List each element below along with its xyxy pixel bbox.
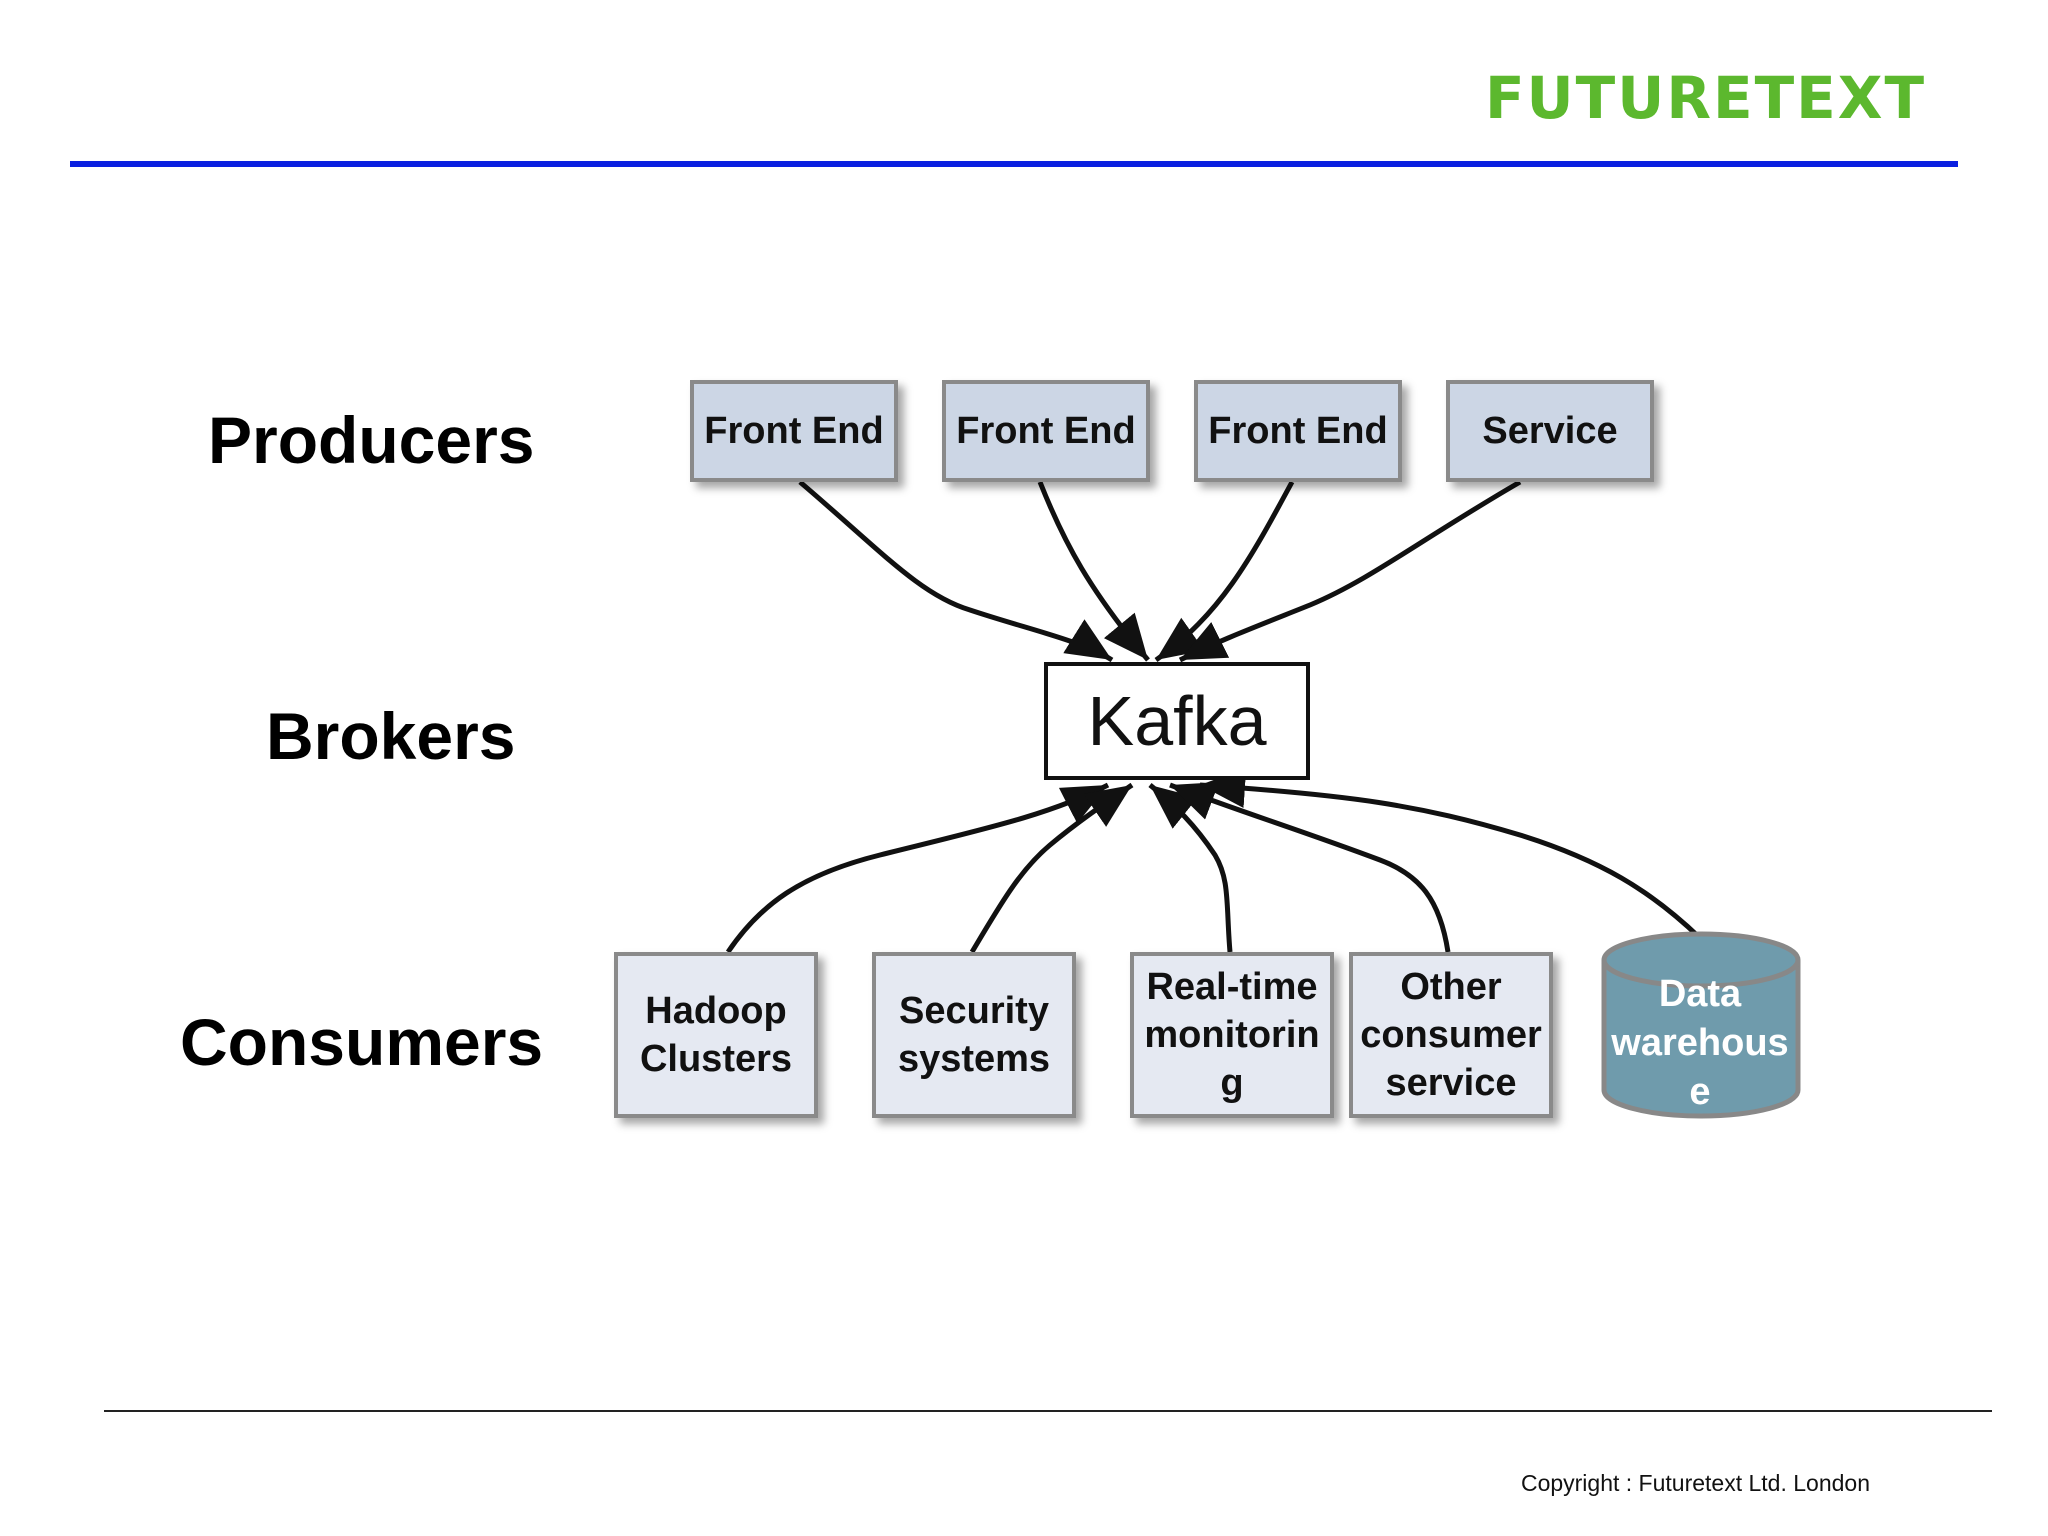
arrow-producer-1 <box>798 480 1114 663</box>
brokers-label: Brokers <box>266 699 516 773</box>
consumer-hadoop-clusters: Hadoop Clusters <box>614 952 818 1118</box>
arrow-producer-3 <box>1154 480 1295 663</box>
arrow-consumer-5 <box>1199 768 1702 940</box>
producer-front-end-2: Front End <box>942 380 1150 482</box>
producer-service: Service <box>1446 380 1654 482</box>
data-warehouse-label: Data warehous e <box>1611 973 1789 1113</box>
kafka-broker: Kafka <box>1044 662 1310 780</box>
arrow-consumer-1 <box>725 782 1110 954</box>
arrow-producer-2 <box>1037 481 1150 662</box>
producer-front-end-3: Front End <box>1194 380 1402 482</box>
copyright-text: Copyright : Futuretext Ltd. London <box>1520 1470 1870 1496</box>
arrow-consumer-2 <box>969 782 1134 954</box>
consumer-security-systems: Security systems <box>872 952 1076 1118</box>
consumer-realtime-monitoring: Real-time monitorin g <box>1130 952 1334 1118</box>
producers-label: Producers <box>208 403 535 477</box>
consumers-label: Consumers <box>180 1005 544 1079</box>
footer-divider <box>104 1410 1992 1412</box>
futuretext-logo: FUTURETEXT <box>1484 64 1927 132</box>
header-divider <box>70 161 1958 167</box>
arrow-producer-4 <box>1178 479 1522 663</box>
producer-front-end-1: Front End <box>690 380 898 482</box>
consumer-other-service: Other consumer service <box>1349 952 1553 1118</box>
